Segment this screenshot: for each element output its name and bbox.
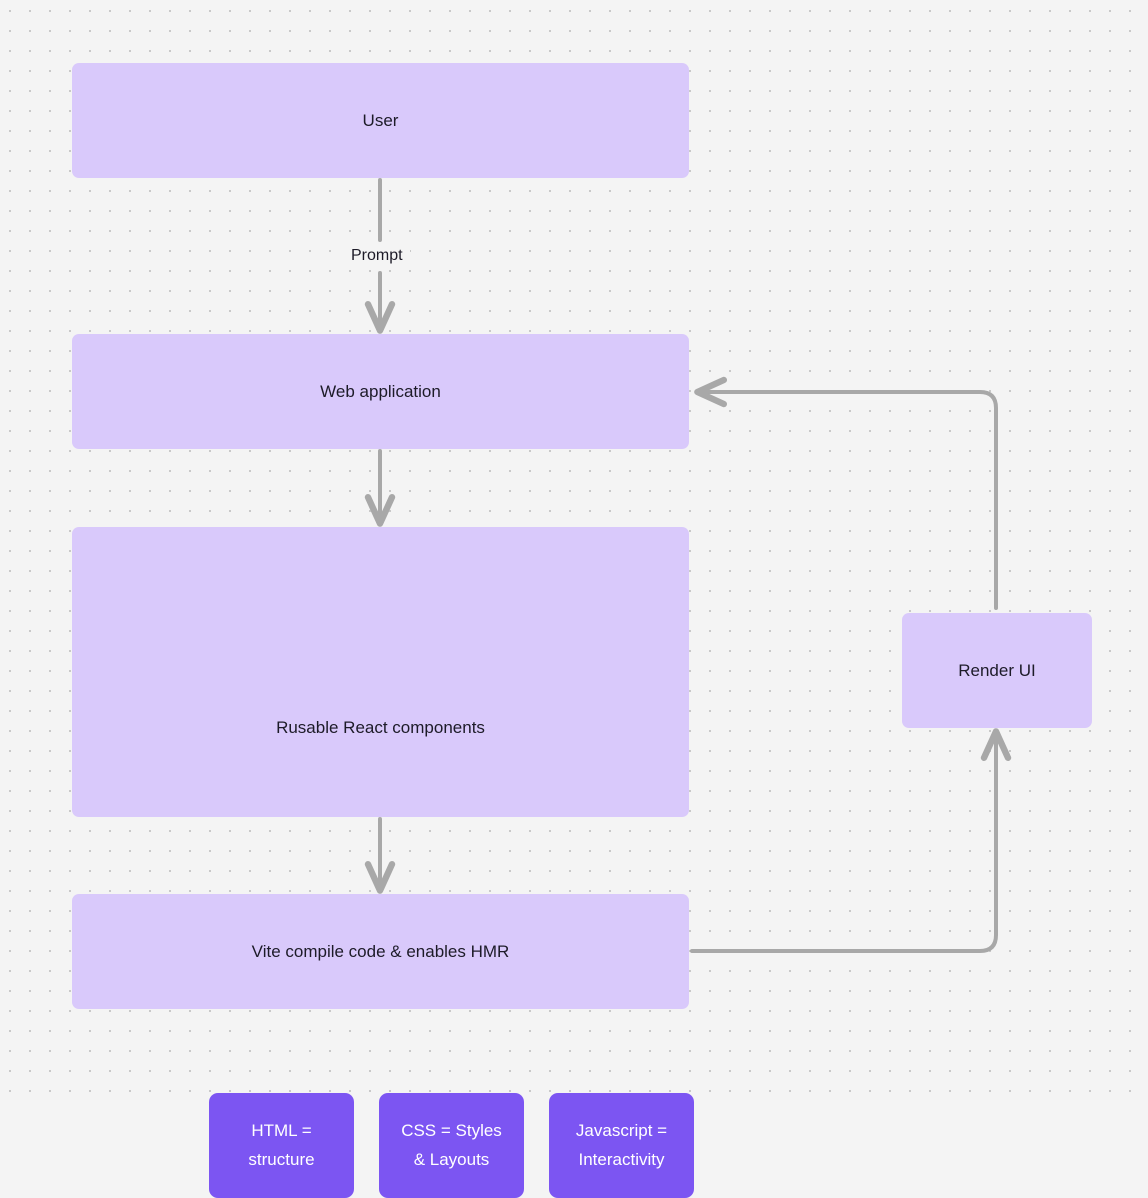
node-react-components-group[interactable]: Rusable React components HTML = structur… bbox=[72, 527, 694, 1198]
node-html-label: HTML = structure bbox=[248, 1117, 314, 1175]
edge-vite-to-render bbox=[690, 728, 1012, 953]
node-vite[interactable]: Vite compile code & enables HMR bbox=[72, 894, 689, 1009]
node-html[interactable]: HTML = structure bbox=[209, 1093, 354, 1198]
node-javascript-line-2: Interactivity bbox=[578, 1149, 665, 1169]
node-css[interactable]: CSS = Styles & Layouts bbox=[379, 1093, 524, 1198]
node-css-line-1: CSS = Styles bbox=[401, 1120, 502, 1140]
node-render-ui-label: Render UI bbox=[958, 660, 1036, 680]
node-html-line-2: structure bbox=[248, 1149, 315, 1169]
edge-label-prompt: Prompt bbox=[344, 246, 410, 266]
node-javascript-line-1: Javascript = bbox=[575, 1120, 668, 1140]
node-css-label: CSS = Styles & Layouts bbox=[401, 1117, 502, 1175]
edge-render-to-webapp bbox=[694, 376, 998, 610]
node-html-line-1: HTML = bbox=[251, 1120, 312, 1140]
node-vite-label: Vite compile code & enables HMR bbox=[251, 941, 510, 961]
react-components-caption: Rusable React components bbox=[276, 718, 485, 737]
node-web-application-label: Web application bbox=[320, 381, 441, 401]
node-user[interactable]: User bbox=[72, 63, 689, 178]
node-javascript-label: Javascript = Interactivity bbox=[576, 1117, 667, 1175]
node-web-application[interactable]: Web application bbox=[72, 334, 689, 449]
node-css-line-2: & Layouts bbox=[413, 1149, 490, 1169]
node-user-label: User bbox=[362, 110, 399, 130]
node-javascript[interactable]: Javascript = Interactivity bbox=[549, 1093, 694, 1198]
node-render-ui[interactable]: Render UI bbox=[902, 613, 1092, 728]
